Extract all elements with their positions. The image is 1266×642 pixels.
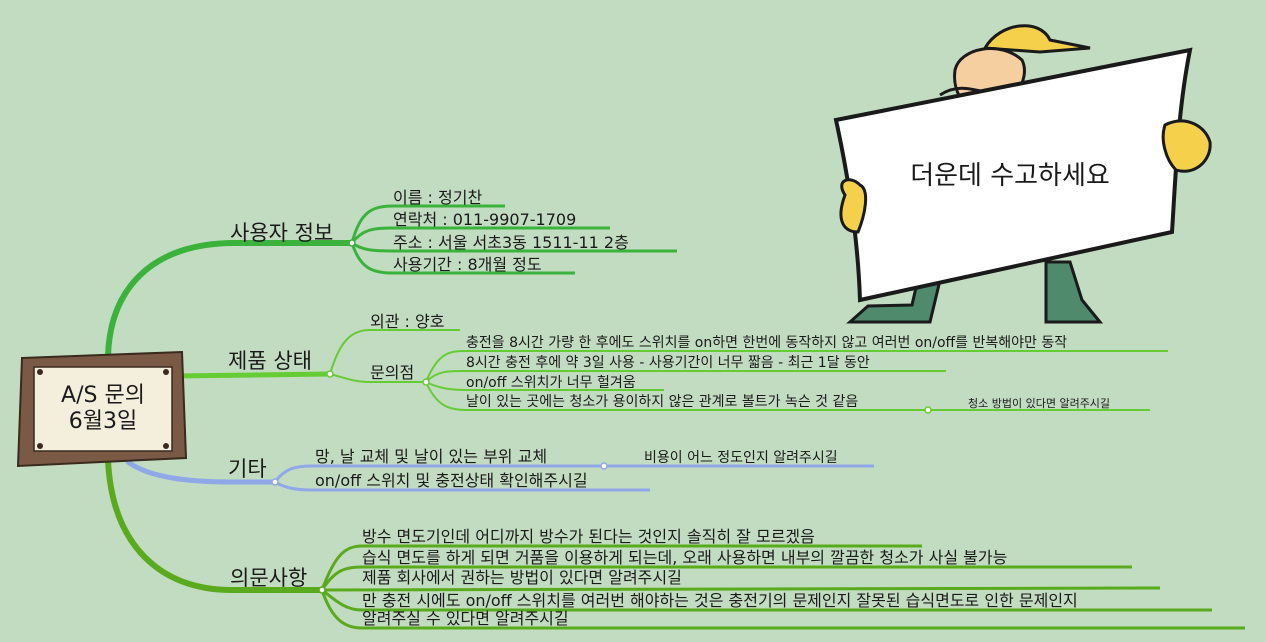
sign-board: [833, 47, 1193, 303]
connector-questions: [105, 457, 325, 593]
branch-etc-label[interactable]: 기타: [228, 457, 267, 481]
product-issue[interactable]: 날이 있는 곳에는 청소가 용이하지 않은 관계로 볼트가 녹슨 것 같음: [466, 394, 858, 410]
sign-text: 더운데 수고하세요: [910, 161, 1110, 191]
etc-item[interactable]: on/off 스위치 및 충전상태 확인해주시길: [315, 471, 588, 490]
etc-item[interactable]: 망, 날 교체 및 날이 있는 부위 교체: [315, 447, 547, 466]
root-title-line2: 6월3일: [69, 409, 137, 434]
product-issue-followup[interactable]: 청소 방법이 있다면 알려주시길: [968, 396, 1110, 410]
question-item[interactable]: 알려주실 수 있다면 알려주시길: [362, 609, 569, 628]
cap-icon: [982, 24, 1091, 54]
product-appearance[interactable]: 외관 : 양호: [370, 312, 444, 331]
root-node[interactable]: A/S 문의 6월3일: [16, 350, 188, 468]
left-hand-icon: [839, 178, 868, 234]
question-item[interactable]: 습식 면도를 하게 되면 거품을 이용하게 되는데, 오래 사용하면 내부의 깔…: [362, 548, 1007, 567]
user-item[interactable]: 이름 : 정기찬: [393, 188, 482, 207]
product-issues-label[interactable]: 문의점: [370, 363, 414, 382]
question-item[interactable]: 제품 회사에서 권하는 방법이 있다면 알려주시길: [362, 568, 682, 587]
product-issue[interactable]: 충전을 8시간 가량 한 후에도 스위치를 on하면 한번에 동작하지 않고 여…: [466, 335, 1067, 351]
product-issue[interactable]: 8시간 충전 후에 약 3일 사용 - 사용기간이 너무 짧음 - 최근 1달 …: [466, 355, 870, 371]
connector-etc: [125, 459, 278, 485]
cartoon-illustration: 더운데 수고하세요: [833, 24, 1212, 324]
user-item[interactable]: 연락처 : 011-9907-1709: [393, 210, 576, 229]
user-item[interactable]: 주소 : 서울 서초3동 1511-11 2층: [393, 233, 629, 252]
user-item[interactable]: 사용기간 : 8개월 정도: [393, 255, 542, 274]
question-item[interactable]: 방수 면도기인데 어디까지 방수가 된다는 것인지 솔직히 잘 모르겠음: [362, 527, 815, 546]
product-leaf-lines: [329, 329, 1168, 411]
right-hand-icon: [1161, 119, 1212, 173]
product-issue[interactable]: on/off 스위치가 너무 헐겨움: [466, 375, 636, 391]
questions-leaf-lines: [320, 544, 1245, 630]
branch-product-label[interactable]: 제품 상태: [228, 349, 312, 373]
connector-product: [172, 371, 333, 379]
branch-user-label[interactable]: 사용자 정보: [230, 221, 333, 245]
right-leg-icon: [1044, 260, 1104, 324]
branch-questions-label[interactable]: 의문사항: [230, 566, 307, 590]
root-title-line1: A/S 문의: [61, 383, 145, 408]
connector-user: [105, 240, 353, 359]
etc-followup[interactable]: 비용이 어느 정도인지 알려주시길: [644, 450, 838, 466]
question-item[interactable]: 만 충전 시에도 on/off 스위치를 여러번 해야하는 것은 충전기의 문제…: [362, 591, 1078, 610]
